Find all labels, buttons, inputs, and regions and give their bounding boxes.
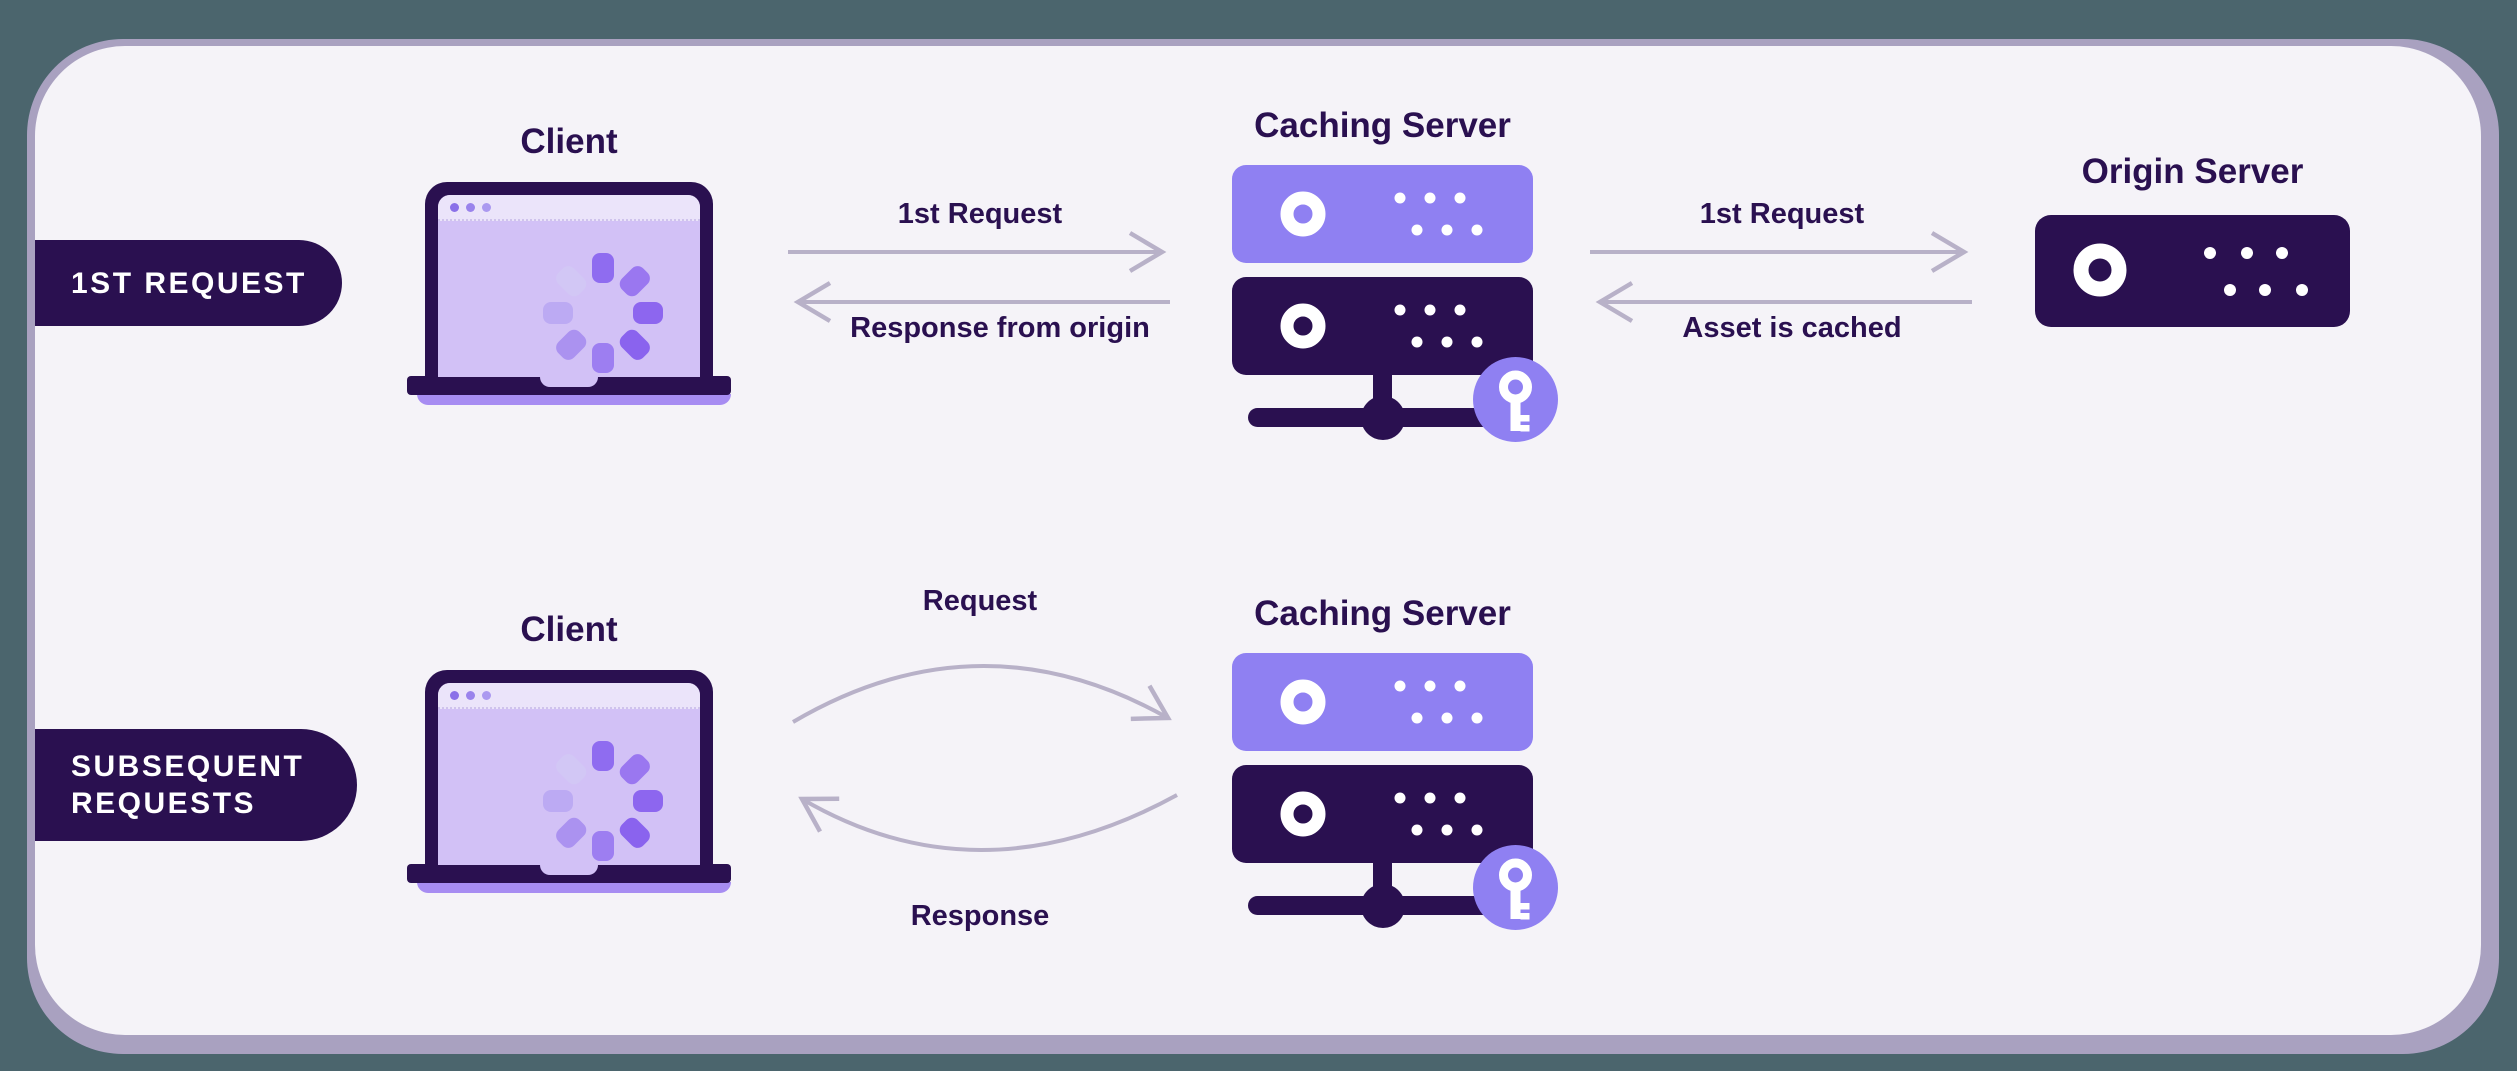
- vent-dots-icon: [2204, 247, 2308, 296]
- badge-first-request-label: 1ST REQUEST: [71, 266, 307, 300]
- client-cache-arrows-row1: [788, 231, 1170, 323]
- server-unit-cache: [1232, 653, 1533, 751]
- server-face: [1280, 303, 1483, 349]
- server-face: [1280, 191, 1483, 237]
- server-unit-storage: [1232, 277, 1533, 375]
- laptop-notch: [540, 864, 598, 875]
- laptop-screen: [438, 195, 700, 377]
- power-led-icon: [1280, 791, 1326, 837]
- laptop-base-strip: [417, 882, 731, 893]
- server-face: [1280, 679, 1483, 725]
- flow-label-response: Response from origin: [850, 312, 1150, 344]
- flow-label-request: 1st Request: [897, 198, 1063, 230]
- caching-server-title-row2: Caching Server: [1254, 594, 1511, 633]
- server-face: [1280, 791, 1483, 837]
- window-dot-icon: [450, 690, 459, 700]
- window-dot-icon: [466, 690, 475, 700]
- curved-arrow-request-icon: [791, 664, 1172, 724]
- cache-origin-arrows: [1590, 231, 1972, 323]
- origin-server-title: Origin Server: [2081, 152, 2304, 191]
- badge-subsequent-line2: REQUESTS: [71, 787, 257, 820]
- flow-label-request: 1st Request: [1699, 198, 1865, 230]
- laptop-screen-frame: [425, 670, 713, 865]
- flow-label-response: Response: [910, 900, 1050, 932]
- key-icon: [1473, 845, 1558, 930]
- flow-label-request: Request: [922, 585, 1038, 617]
- curved-arrow-response-icon: [798, 793, 1178, 852]
- window-dot-icon: [482, 202, 491, 212]
- server-stand-hub: [1361, 884, 1405, 928]
- caching-server-icon: [1232, 165, 1558, 445]
- laptop-icon: [407, 670, 731, 894]
- power-led-icon: [2073, 243, 2127, 297]
- vent-dots-icon: [1394, 680, 1483, 724]
- client-cache-arrows-row2: [791, 664, 1178, 852]
- caching-server-icon: [1232, 653, 1558, 933]
- vent-dots-icon: [1394, 192, 1483, 236]
- badge-subsequent-requests: SUBSEQUENT REQUESTS: [35, 729, 357, 841]
- vent-dots-icon: [1394, 304, 1483, 348]
- power-led-icon: [1280, 191, 1326, 237]
- server-stand-hub: [1361, 396, 1405, 440]
- origin-server-icon: [2035, 215, 2350, 327]
- vent-dots-icon: [1394, 792, 1483, 836]
- client-title-row1: Client: [520, 122, 618, 161]
- power-led-icon: [1280, 303, 1326, 349]
- window-controls-icon: [438, 195, 700, 221]
- laptop-icon: [407, 182, 731, 406]
- server-unit-cache: [1232, 165, 1533, 263]
- key-icon: [1473, 357, 1558, 442]
- window-dot-icon: [450, 202, 459, 212]
- caching-server-title-row1: Caching Server: [1254, 106, 1511, 145]
- window-dot-icon: [466, 202, 475, 212]
- badge-subsequent-line1: SUBSEQUENT: [71, 750, 305, 783]
- flow-label-response: Asset is cached: [1682, 312, 1902, 344]
- laptop-screen-frame: [425, 182, 713, 377]
- badge-first-request: 1ST REQUEST: [35, 240, 342, 326]
- power-led-icon: [1280, 679, 1326, 725]
- laptop-screen: [438, 683, 700, 865]
- server-face: [2073, 243, 2308, 297]
- client-title-row2: Client: [520, 610, 618, 649]
- window-controls-icon: [438, 683, 700, 709]
- server-unit-storage: [1232, 765, 1533, 863]
- window-dot-icon: [482, 690, 491, 700]
- laptop-notch: [540, 376, 598, 387]
- laptop-base-strip: [417, 394, 731, 405]
